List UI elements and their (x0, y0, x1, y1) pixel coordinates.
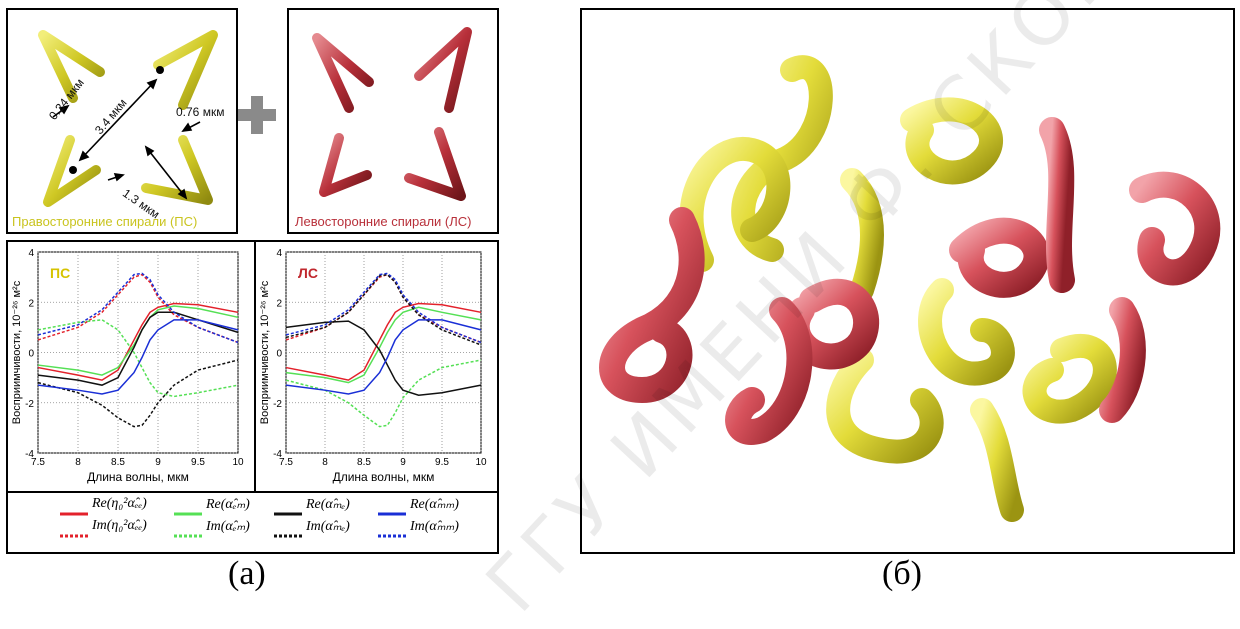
left-helix-diagram (312, 27, 472, 201)
left-helix-bottom-right (404, 127, 466, 201)
legend: Re(η₀²α̂ₑₑ) Im(η₀²α̂ₑₑ) Re(α̂ₑₘ) Im(α̂ₑₘ… (8, 493, 497, 552)
legend-label: Im(α̂ₑₘ) (206, 519, 250, 534)
yellow-helix-6 (826, 348, 944, 464)
legend-divider (8, 491, 497, 493)
x-tick-label: 9.5 (191, 457, 205, 468)
chart-left-helix: 7.5 8 8.5 9 9.5 10 -4 -2 0 2 4ЛС Длина волны, мкм Во… (259, 248, 487, 484)
legend-label: Re(α̂ₘₑ) (306, 497, 350, 512)
series-line (285, 302, 482, 381)
red-helix-1 (599, 207, 705, 404)
right-helix-top-left (38, 30, 105, 103)
series-line (37, 272, 239, 344)
y-tick-label: 0 (28, 349, 34, 360)
legend-item (274, 525, 302, 543)
right-helix-diagram (38, 30, 218, 207)
chart-tag: ЛС (298, 265, 318, 281)
right-helix-bottom-right (141, 135, 213, 205)
red-helix-5 (1039, 117, 1075, 293)
series-line (37, 302, 239, 381)
legend-label: Im(α̂ₘₘ) (410, 519, 459, 534)
y-tick-label: -2 (273, 399, 282, 410)
y-tick-label: 4 (28, 248, 34, 259)
legend-label: Re(α̂ₑₘ) (206, 497, 250, 512)
x-tick-label: 8.5 (111, 457, 125, 468)
y-tick-label: -4 (25, 449, 34, 460)
y-tick-label: 4 (276, 248, 282, 259)
legend-item (378, 525, 406, 543)
x-tick-label: 8.5 (357, 457, 371, 468)
helix-array-panel (580, 8, 1235, 554)
y-tick-label: 2 (28, 298, 34, 309)
series-line (37, 359, 239, 428)
series-line (37, 273, 239, 344)
x-tick-label: 10 (475, 457, 487, 468)
yellow-helix-8 (970, 398, 1024, 522)
figure-label-a: (а) (228, 555, 266, 592)
helix-array-image (599, 55, 1221, 522)
left-helix-top-left (312, 33, 374, 113)
x-tick-label: 8 (75, 457, 81, 468)
y-tick-label: 2 (276, 298, 282, 309)
right-helix-top-right (153, 30, 218, 110)
legend-label: Re(η₀²α̂ₑₑ) (92, 496, 147, 511)
legend-label: Im(η₀²α̂ₑₑ) (92, 518, 147, 533)
y-axis-label: Восприимчивости, 10⁻²⁶ м²с (11, 280, 23, 424)
yellow-helix-2 (679, 136, 791, 272)
figure-label-b: (б) (882, 555, 922, 592)
series-line (285, 320, 482, 396)
legend-item (60, 525, 88, 543)
series-line (285, 319, 482, 395)
legend-item (60, 503, 88, 521)
legend-item (274, 503, 302, 521)
chart-tag: ПС (50, 265, 70, 281)
series-line (285, 272, 482, 344)
y-tick-label: 0 (276, 349, 282, 360)
x-axis-label: Длина волны, мкм (87, 470, 189, 484)
x-tick-label: 9 (400, 457, 406, 468)
plus-icon (236, 94, 278, 136)
x-tick-label: 9 (155, 457, 161, 468)
right-helix-panel: 0.24 мкм 3.4 мкм 0.76 мкм 1.3 мкм Правос… (6, 8, 238, 234)
left-helix-top-right (414, 27, 472, 113)
left-helix-panel: Левосторонние спирали (ЛС) (287, 8, 499, 234)
yellow-helix-5 (918, 278, 1015, 386)
charts-divider (254, 242, 256, 492)
series-line (37, 319, 239, 395)
series-line (285, 359, 482, 428)
red-helix-6 (1129, 171, 1221, 286)
yellow-helix-4 (840, 168, 884, 302)
y-axis-label: Восприимчивости, 10⁻²⁶ м²с (259, 280, 271, 424)
legend-item (378, 503, 406, 521)
right-helix-caption: Правосторонние спирали (ПС) (12, 214, 198, 229)
yellow-helix-3 (900, 97, 1003, 185)
chart-right-helix: 7.5 8 8.5 9 9.5 10 -4 -2 0 2 4ПС Длина волны, мкм Во… (11, 248, 244, 484)
series-line (37, 311, 239, 386)
x-tick-label: 7.5 (279, 457, 293, 468)
left-helix-bottom-left (319, 133, 372, 197)
x-tick-label: 7.5 (31, 457, 45, 468)
x-tick-label: 9.5 (435, 457, 449, 468)
red-helix-7 (1099, 297, 1146, 423)
legend-label: Re(α̂ₘₘ) (410, 497, 459, 512)
y-tick-label: -4 (273, 449, 282, 460)
y-tick-label: -2 (25, 399, 34, 410)
red-helix-4 (949, 217, 1050, 298)
x-tick-label: 10 (232, 457, 244, 468)
yellow-helix-7 (1022, 334, 1117, 424)
legend-label: Im(α̂ₘₑ) (306, 519, 350, 534)
series-line (37, 319, 239, 398)
dimension-label-d3: 0.76 мкм (176, 105, 225, 119)
legend-item (174, 503, 202, 521)
series-line (285, 306, 482, 384)
right-helix-bottom-left (43, 135, 101, 207)
left-helix-caption: Левосторонние спирали (ЛС) (295, 214, 472, 229)
red-helix-3 (725, 297, 813, 445)
x-tick-label: 8 (322, 457, 328, 468)
legend-item (174, 525, 202, 543)
x-axis-label: Длина волны, мкм (333, 470, 435, 484)
